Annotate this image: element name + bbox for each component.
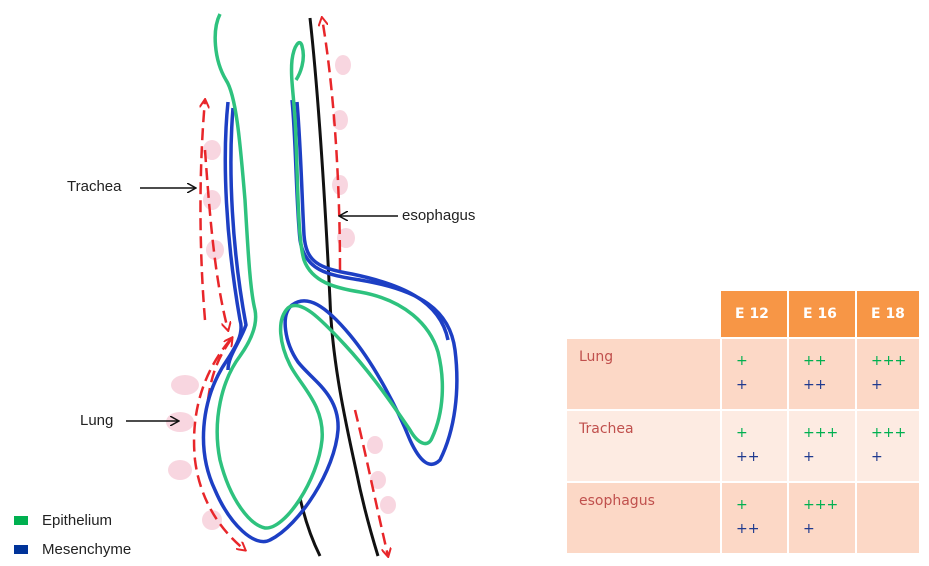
esophagus-label: esophagus [402, 207, 475, 224]
esophagus-line-lower [300, 498, 320, 556]
legend-label: Epithelium [42, 512, 112, 529]
table-row: Lung ++ ++++ ++++ [567, 338, 919, 410]
table-header-cell: E 18 [856, 291, 919, 338]
mesenchyme-level: + [803, 445, 855, 469]
table-cell: ++++ [856, 338, 919, 410]
epithelium-level: +++ [803, 493, 855, 517]
table-cell: ++++ [788, 482, 856, 553]
epithelium-level: + [736, 493, 787, 517]
lung-label: Lung [80, 412, 113, 429]
esophagus-line [310, 18, 378, 556]
table-header-corner [567, 291, 721, 338]
mesenchyme-level: ++ [736, 517, 787, 541]
table-row: Trachea +++ ++++ ++++ [567, 410, 919, 482]
mesenchyme-level: + [871, 373, 919, 397]
mesenchyme-level: ++ [736, 445, 787, 469]
mesenchyme-swatch [14, 545, 28, 554]
epithelium-level: +++ [871, 349, 919, 373]
tissue-cell: Lung [567, 338, 721, 410]
mesenchyme-level: + [871, 445, 919, 469]
table-cell: +++ [721, 482, 788, 553]
legend-label: Mesenchyme [42, 541, 131, 558]
table-cell: ++++ [856, 410, 919, 482]
legend-epithelium: Epithelium [14, 512, 112, 529]
epithelium-level: +++ [871, 421, 919, 445]
tissue-cell: Trachea [567, 410, 721, 482]
table-cell [856, 482, 919, 553]
expression-table: E 12 E 16 E 18 Lung ++ ++++ ++++ Trachea… [567, 291, 919, 553]
trachea-label: Trachea [67, 178, 121, 195]
epithelium-level: +++ [803, 421, 855, 445]
table-row: esophagus +++ ++++ [567, 482, 919, 553]
table-header-cell: E 16 [788, 291, 856, 338]
mesenchyme-level: + [736, 373, 787, 397]
legend-mesenchyme: Mesenchyme [14, 541, 131, 558]
embryo-foregut-diagram [0, 0, 560, 566]
epithelium-level: + [736, 349, 787, 373]
mesenchyme-level: + [803, 517, 855, 541]
table-cell: ++++ [788, 338, 856, 410]
table-cell: +++ [721, 410, 788, 482]
table-cell: ++++ [788, 410, 856, 482]
table-header-row: E 12 E 16 E 18 [567, 291, 919, 338]
epithelium-level: + [736, 421, 787, 445]
epithelium-level: ++ [803, 349, 855, 373]
mesenchyme-level: ++ [803, 373, 855, 397]
table-cell: ++ [721, 338, 788, 410]
tissue-cell: esophagus [567, 482, 721, 553]
epithelium-swatch [14, 516, 28, 525]
table-header-cell: E 12 [721, 291, 788, 338]
